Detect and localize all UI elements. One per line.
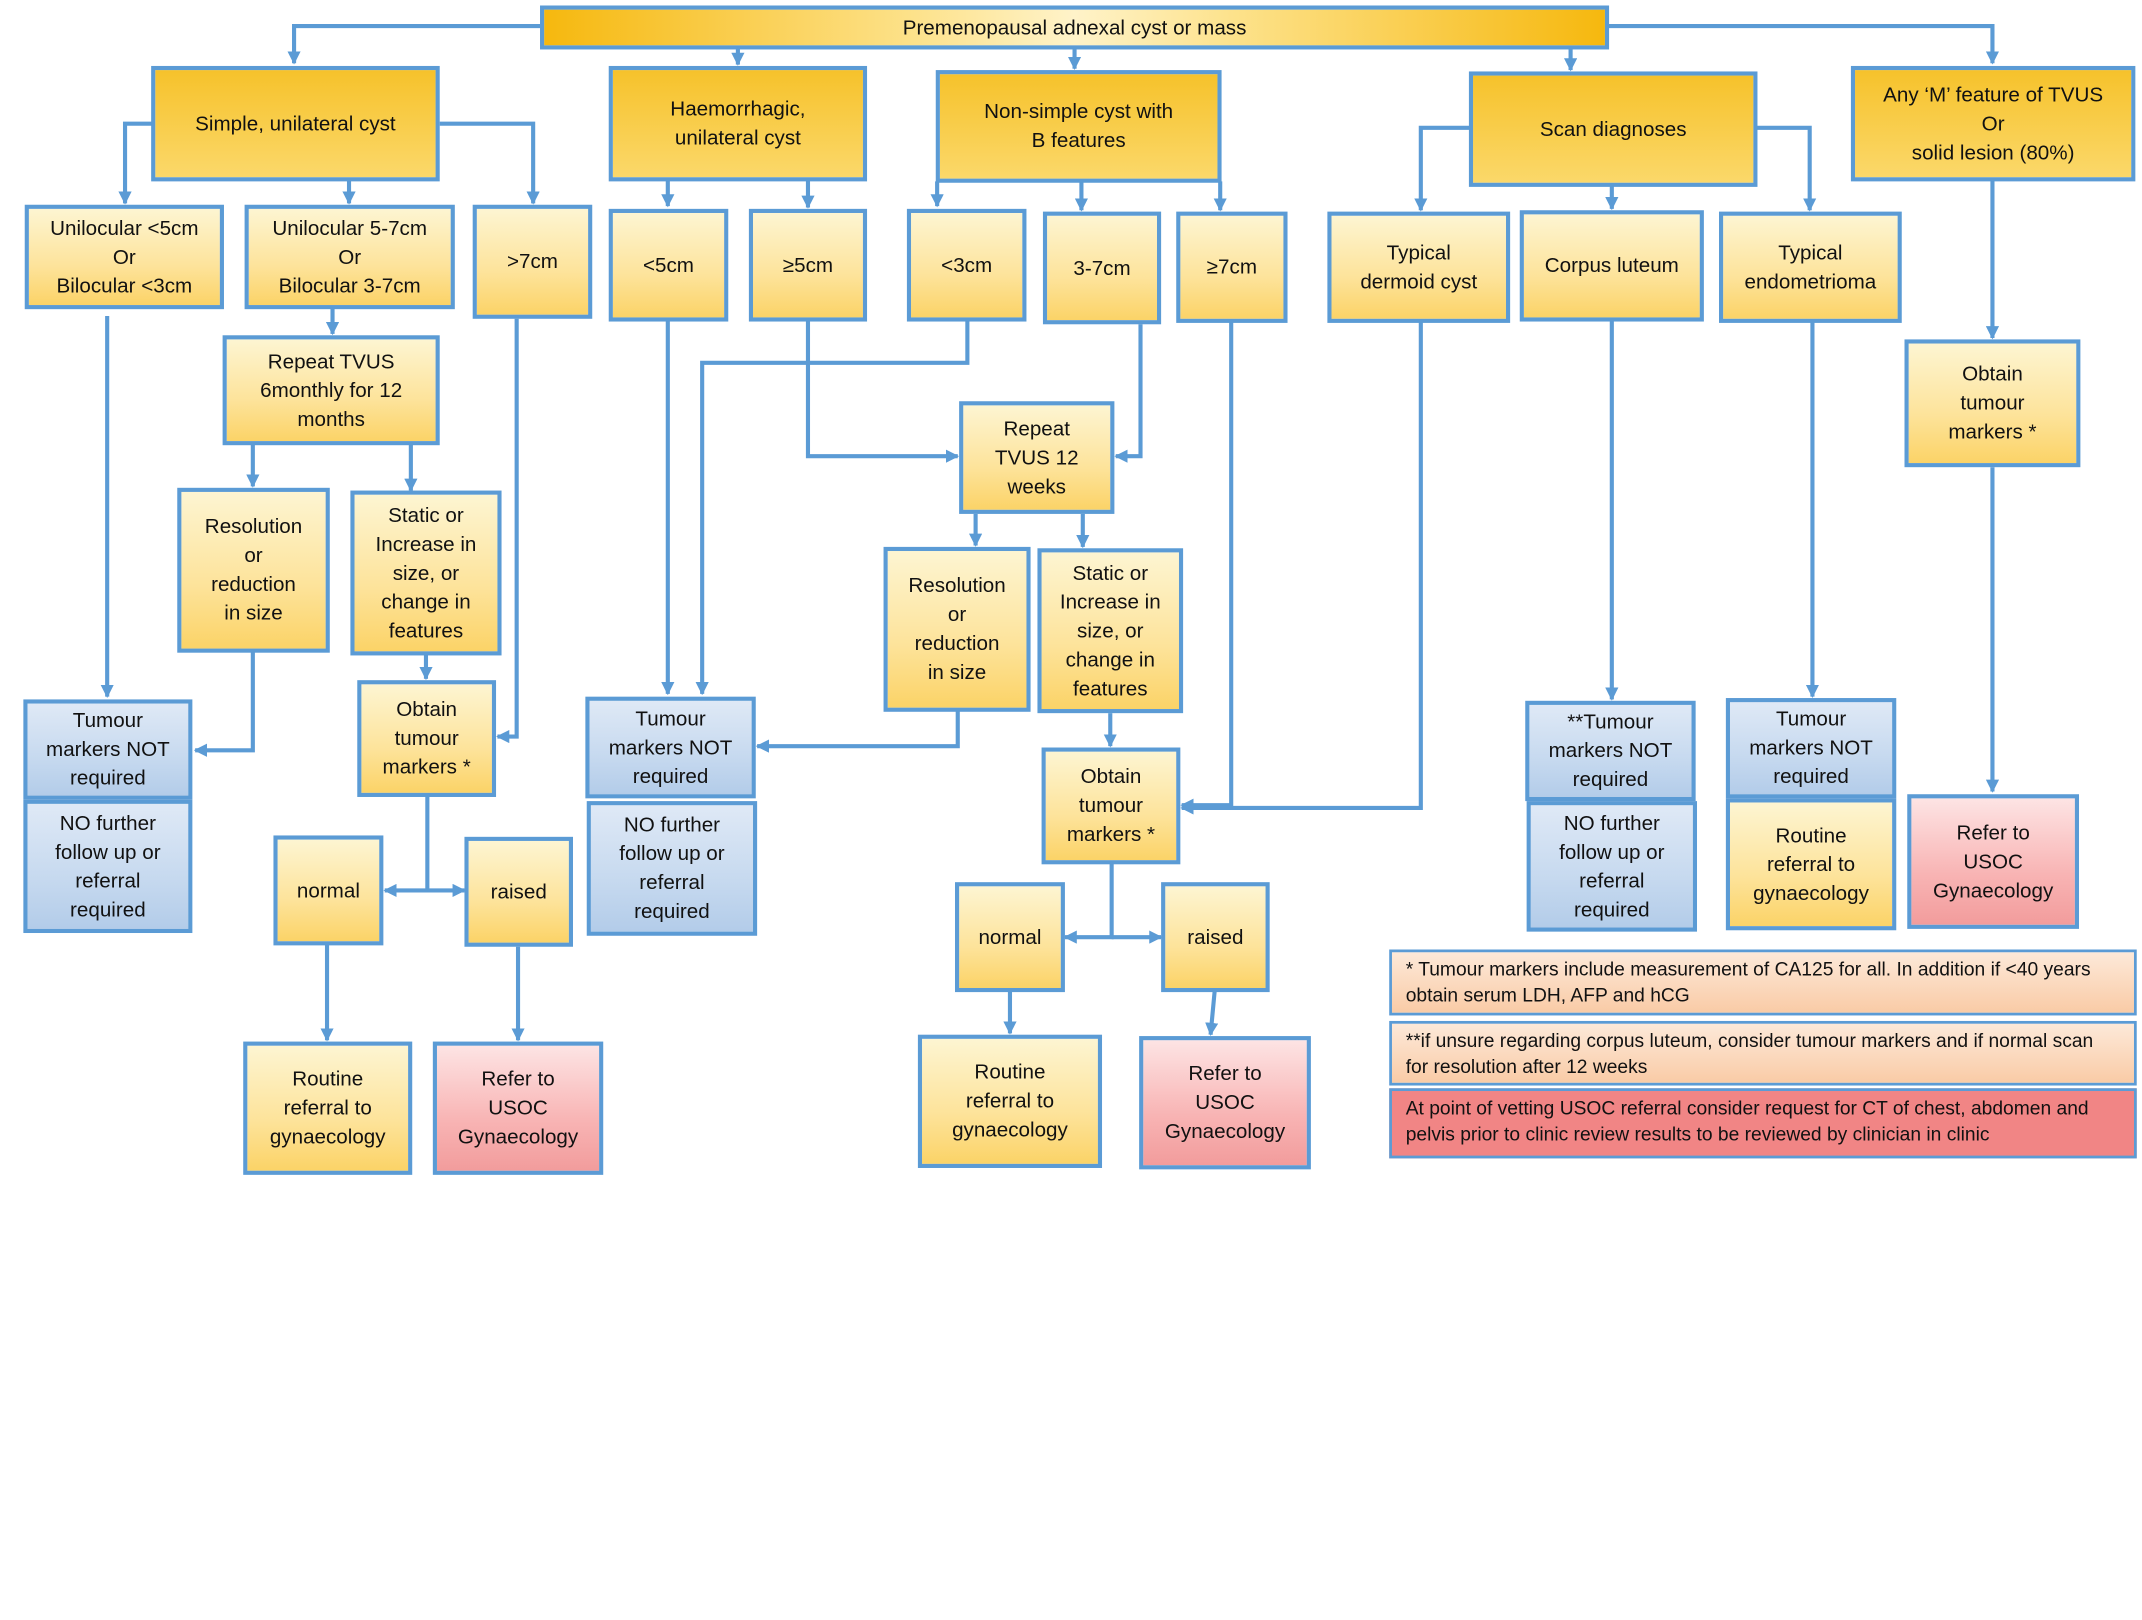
resolution-node-1: Resolution or reduction in size	[177, 487, 330, 653]
arrow-obtain1-normal1	[383, 795, 430, 898]
arrow-3to7-repeat12w	[1114, 324, 1143, 463]
arrow-simple-gt7	[439, 121, 540, 205]
root-node: Premenopausal adnexal cyst or mass	[540, 5, 1610, 50]
obtain-tumour-markers-m-node: Obtain tumour markers *	[1904, 339, 2081, 468]
arrow-raised2-refer2	[1205, 990, 1219, 1037]
arrow-ge7-obtain2	[1180, 321, 1234, 812]
typical-dermoid-node: Typical dermoid cyst	[1327, 211, 1511, 323]
simple-cyst-node: Simple, unilateral cyst	[151, 65, 440, 182]
note-tumour-markers: * Tumour markers include measurement of …	[1389, 949, 2137, 1016]
arrow-obtain2-normal2	[1063, 862, 1114, 944]
refer-usoc-m-feature: Refer to USOC Gynaecology	[1907, 794, 2080, 929]
tumour-markers-not-required-1: Tumour markers NOT required	[23, 699, 193, 800]
arrow-gt7-obtain1	[496, 318, 519, 744]
nonsimple-lt3cm-node: <3cm	[906, 208, 1027, 322]
typical-endometrioma-node: Typical endometrioma	[1718, 211, 1902, 323]
normal-node-2: normal	[954, 882, 1065, 993]
tumour-markers-not-required-2: Tumour markers NOT required	[585, 696, 756, 799]
haemorrhagic-cyst-node: Haemorrhagic, unilateral cyst	[608, 65, 868, 182]
gt7cm-node: >7cm	[472, 204, 593, 319]
obtain-tumour-markers-2: Obtain tumour markers *	[1041, 747, 1181, 865]
routine-referral-endometrioma: Routine referral to gynaecology	[1725, 798, 1897, 931]
nonsimple-ge7cm-node: ≥7cm	[1176, 211, 1288, 323]
note-corpus-luteum: **if unsure regarding corpus luteum, con…	[1389, 1020, 2137, 1086]
scan-diagnoses-node: Scan diagnoses	[1468, 71, 1758, 187]
obtain-tumour-markers-1: Obtain tumour markers *	[357, 680, 497, 797]
unilocular-small-node: Unilocular <5cm Or Bilocular <3cm	[24, 204, 224, 310]
refer-usoc-1: Refer to USOC Gynaecology	[432, 1041, 604, 1175]
repeat-tvus-12weeks-node: Repeat TVUS 12 weeks	[959, 401, 1115, 514]
note-usoc-referral: At point of vetting USOC referral consid…	[1389, 1088, 2137, 1159]
raised-node-2: raised	[1161, 882, 1270, 993]
normal-node-1: normal	[273, 835, 384, 946]
arrow-ge5-repeat12w	[805, 321, 960, 463]
unilocular-mid-node: Unilocular 5-7cm Or Bilocular 3-7cm	[244, 204, 455, 310]
arrow-scan-endo	[1756, 125, 1817, 212]
haem-ge5cm-node: ≥5cm	[748, 208, 868, 322]
routine-referral-2: Routine referral to gynaecology	[917, 1034, 1103, 1168]
corpus-luteum-node: Corpus luteum	[1519, 210, 1704, 322]
arrow-res2-tmnot2	[755, 710, 960, 753]
arrow-dermoid-obtain2	[1180, 321, 1423, 815]
refer-usoc-2: Refer to USOC Gynaecology	[1139, 1036, 1311, 1170]
static-increase-node-2: Static or Increase in size, or change in…	[1037, 548, 1184, 714]
repeat-tvus-6monthly-node: Repeat TVUS 6monthly for 12 months	[222, 335, 440, 446]
resolution-node-2: Resolution or reduction in size	[883, 546, 1031, 712]
raised-node-1: raised	[464, 836, 573, 947]
arrow-root-m	[1607, 24, 2000, 65]
nonsimple-3to7cm-node: 3-7cm	[1042, 211, 1162, 325]
arrow-res1-tmnot1	[193, 651, 255, 757]
no-further-follow-up-3: NO further follow up or referral require…	[1526, 801, 1698, 932]
arrow-lt3-tmnot2	[695, 321, 970, 696]
connector-arrows	[100, 24, 2000, 1042]
no-further-follow-up-2: NO further follow up or referral require…	[586, 801, 758, 936]
tumour-markers-not-required-4: Tumour markers NOT required	[1725, 698, 1897, 799]
no-further-follow-up-1: NO further follow up or referral require…	[23, 799, 193, 934]
nonsimple-cyst-node: Non-simple cyst with B features	[935, 70, 1222, 183]
arrow-scan-dermoid	[1414, 125, 1471, 212]
routine-referral-1: Routine referral to gynaecology	[243, 1041, 413, 1175]
tumour-markers-not-required-3: **Tumour markers NOT required	[1525, 700, 1696, 802]
arrow-root-simple	[287, 24, 541, 65]
static-increase-node-1: Static or Increase in size, or change in…	[350, 490, 502, 656]
m-feature-node: Any ‘M’ feature of TVUS Or solid lesion …	[1850, 65, 2136, 182]
haem-lt5cm-node: <5cm	[608, 208, 729, 322]
arrow-simple-small	[118, 121, 153, 205]
